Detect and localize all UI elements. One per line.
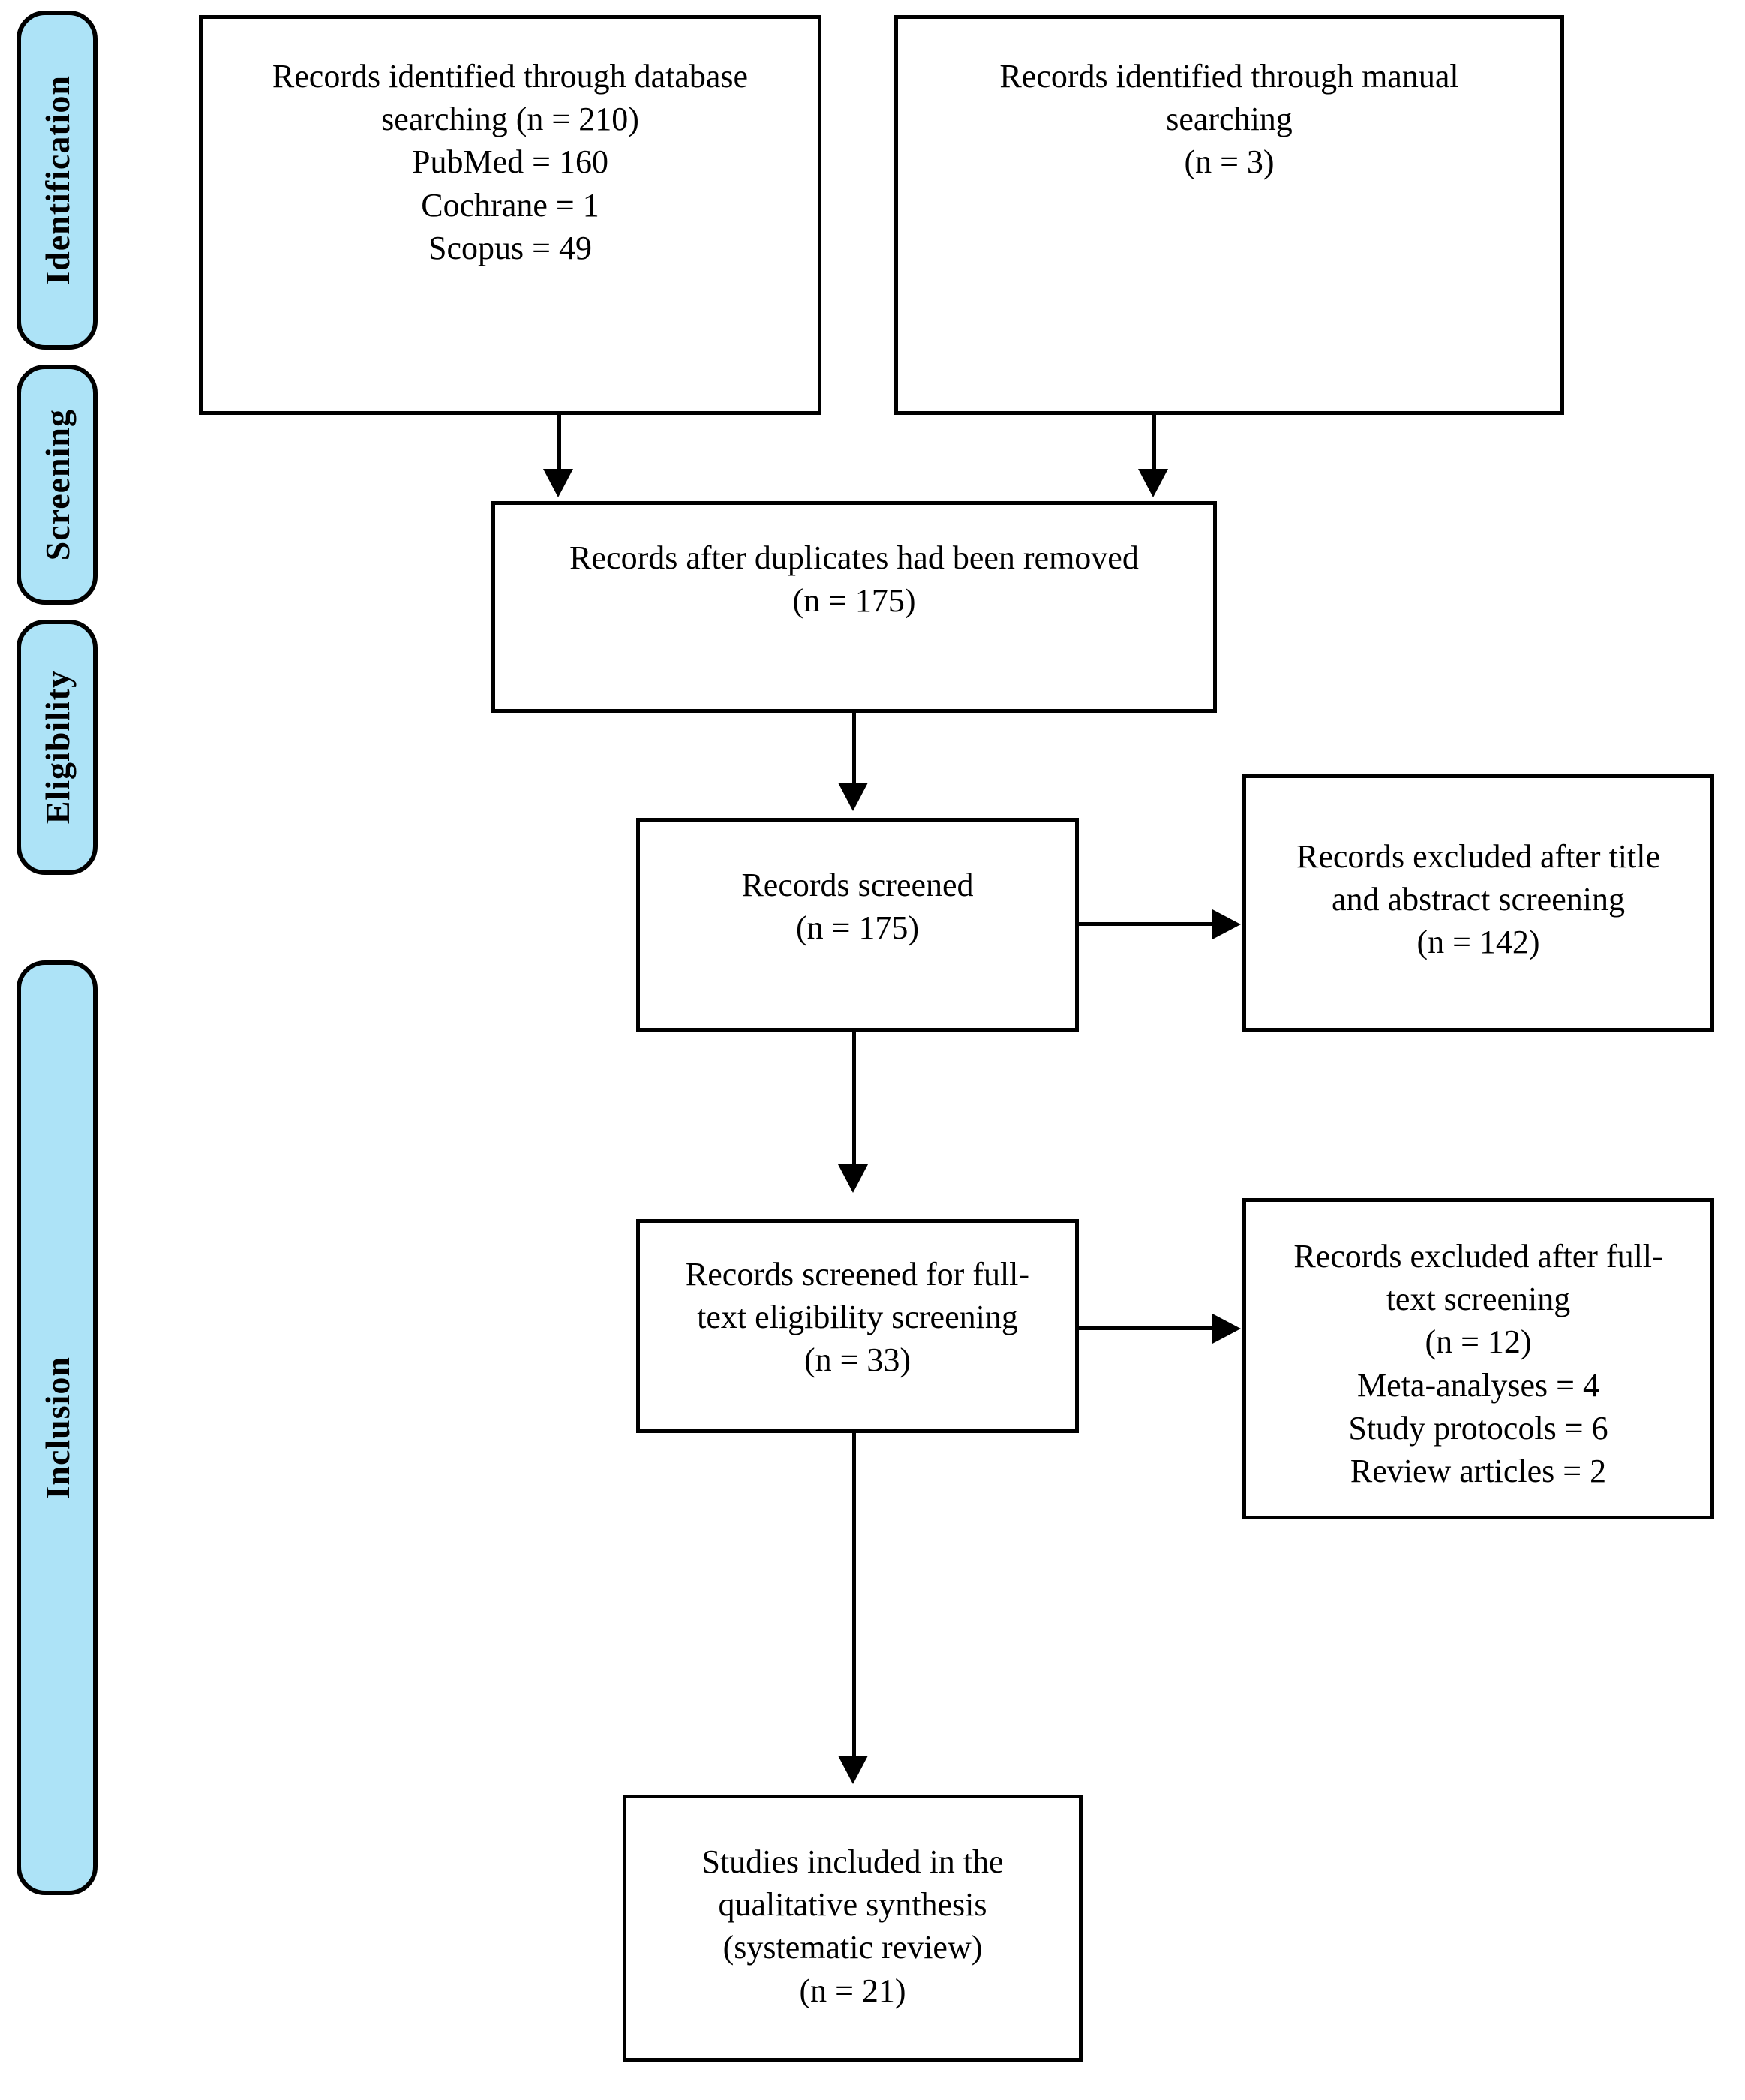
stage-tab-inclusion: Inclusion: [17, 960, 98, 1895]
box-studies-included-text: Studies included in the qualitative synt…: [701, 1843, 1004, 2009]
arrow-manual-to-duplicates: [1138, 469, 1168, 497]
arrow-screened-to-fulltext: [838, 1164, 868, 1193]
box-records-excluded-title-abstract-text: Records excluded after title and abstrac…: [1296, 838, 1660, 961]
connector-duplicates-to-screened: [852, 713, 856, 788]
box-records-screened-fulltext: Records screened for full- text eligibil…: [636, 1219, 1079, 1433]
stage-tab-screening: Screening: [17, 365, 98, 605]
stage-tab-identification: Identification: [17, 11, 98, 350]
arrow-duplicates-to-screened: [838, 783, 868, 811]
arrow-fulltext-to-included: [838, 1756, 868, 1784]
box-records-excluded-fulltext: Records excluded after full- text screen…: [1242, 1198, 1714, 1519]
arrow-screened-to-excluded-title: [1212, 909, 1241, 939]
connector-fulltext-to-excluded-fulltext: [1079, 1326, 1214, 1330]
stage-tab-eligibility-label: Eligibility: [38, 670, 77, 825]
connector-database-to-duplicates: [557, 415, 561, 475]
box-records-after-duplicates: Records after duplicates had been remove…: [491, 501, 1217, 713]
arrow-database-to-duplicates: [543, 469, 573, 497]
connector-manual-to-duplicates: [1152, 415, 1156, 475]
box-records-after-duplicates-text: Records after duplicates had been remove…: [569, 539, 1139, 620]
connector-fulltext-to-included: [852, 1433, 856, 1763]
stage-tab-inclusion-label: Inclusion: [38, 1356, 77, 1500]
box-records-screened-fulltext-text: Records screened for full- text eligibil…: [685, 1256, 1030, 1379]
connector-screened-to-excluded-title: [1079, 922, 1214, 926]
box-records-identified-database-text: Records identified through database sear…: [272, 58, 749, 266]
box-records-screened-text: Records screened (n = 175): [741, 867, 974, 947]
stage-tab-identification-label: Identification: [38, 75, 77, 285]
box-studies-included: Studies included in the qualitative synt…: [623, 1795, 1083, 2062]
stage-tab-eligibility: Eligibility: [17, 620, 98, 875]
box-records-identified-manual: Records identified through manual search…: [894, 15, 1564, 415]
arrow-fulltext-to-excluded-fulltext: [1212, 1314, 1241, 1344]
box-records-identified-database: Records identified through database sear…: [199, 15, 821, 415]
box-records-identified-manual-text: Records identified through manual search…: [999, 58, 1459, 181]
box-records-screened: Records screened (n = 175): [636, 818, 1079, 1032]
box-records-excluded-title-abstract: Records excluded after title and abstrac…: [1242, 774, 1714, 1032]
box-records-excluded-fulltext-text: Records excluded after full- text screen…: [1293, 1238, 1663, 1489]
stage-tab-screening-label: Screening: [38, 408, 77, 561]
connector-screened-to-fulltext: [852, 1032, 856, 1174]
